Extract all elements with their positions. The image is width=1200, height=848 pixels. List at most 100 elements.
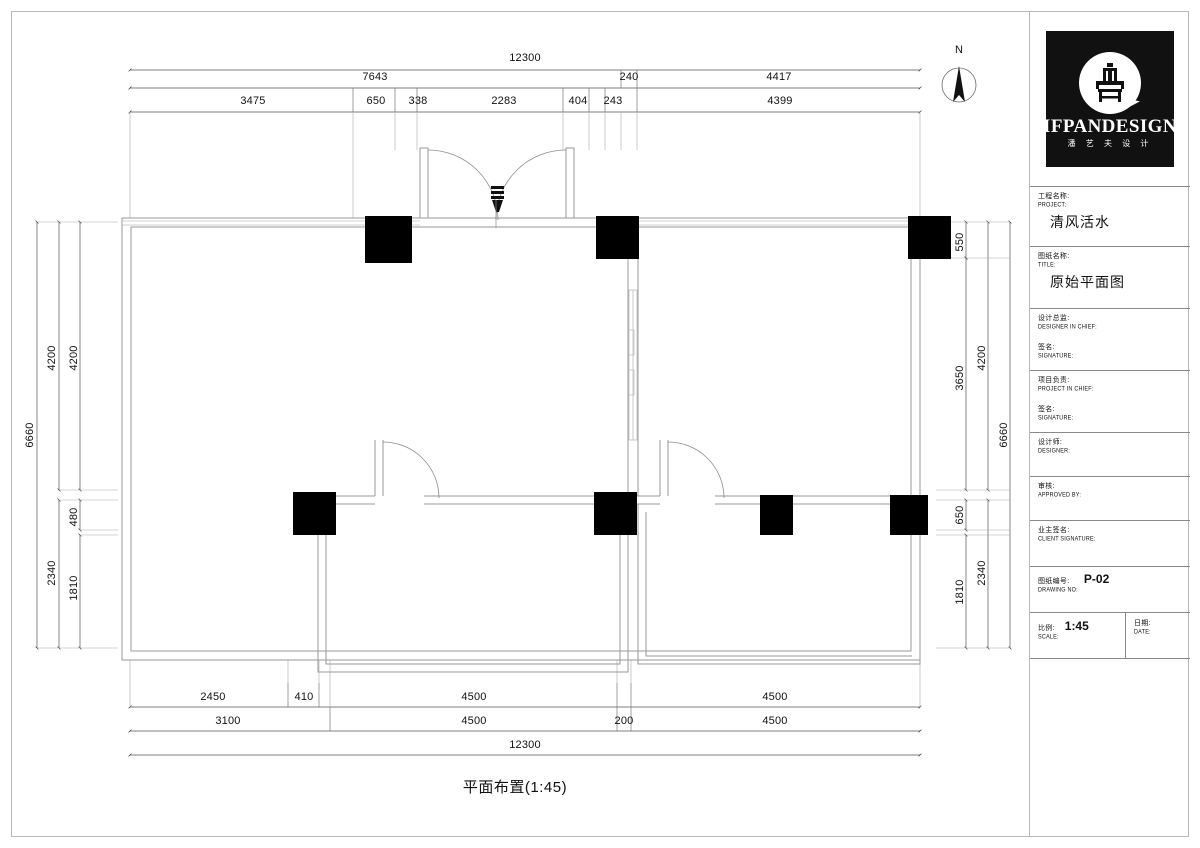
tb-row-title: 图纸名称: TITLE: 原始平面图 bbox=[1030, 247, 1190, 309]
dim-right-650: 650 bbox=[954, 505, 966, 525]
logo-brand-cn: 潘 艺 夫 设 计 bbox=[1067, 138, 1153, 148]
dim-bottom-4500-c: 4500 bbox=[461, 715, 487, 727]
tb-row-designer: 设计师: DESIGNER: bbox=[1030, 433, 1190, 477]
tb-label-client-cn: 业主签名: bbox=[1038, 527, 1070, 534]
tb-row-designer-in-chief: 设计总监: DESIGNER IN CHIEF: 签名: SIGNATURE: bbox=[1030, 309, 1190, 371]
left-dimension-chain bbox=[35, 220, 118, 650]
tb-label-date-cn: 日期: bbox=[1134, 620, 1151, 627]
dim-top-243: 243 bbox=[603, 95, 623, 107]
dim-bottom-2450: 2450 bbox=[200, 691, 226, 703]
logo-brand-en: IFPANDESIGN bbox=[1043, 115, 1177, 137]
tb-value-scale[interactable]: 1:45 bbox=[1064, 619, 1089, 633]
dim-left-2340: 2340 bbox=[46, 560, 58, 586]
dim-top-4399: 4399 bbox=[767, 95, 793, 107]
dim-left-480: 480 bbox=[68, 507, 80, 527]
tb-label-dic-cn: 设计总监: bbox=[1038, 315, 1070, 322]
tb-value-title[interactable]: 原始平面图 bbox=[1050, 273, 1125, 290]
dim-bottom-3100: 3100 bbox=[215, 715, 241, 727]
column-mid-far-right bbox=[890, 495, 928, 535]
logo-cell: IFPANDESIGN 潘 艺 夫 设 计 bbox=[1030, 11, 1190, 187]
tb-label-scale-cn: 比例: bbox=[1038, 625, 1055, 632]
tb-label-client-en: CLIENT SIGNATURE: bbox=[1038, 535, 1096, 543]
tb-label-pic-cn: 项目负责: bbox=[1038, 377, 1070, 384]
sheet-border bbox=[11, 11, 1189, 837]
tb-label-dic-en: DESIGNER IN CHIEF: bbox=[1038, 323, 1097, 331]
dim-right-4200: 4200 bbox=[976, 345, 988, 371]
dim-bottom-410: 410 bbox=[294, 691, 314, 703]
chair-glyph bbox=[1096, 62, 1124, 102]
dim-left-6660: 6660 bbox=[24, 422, 36, 448]
door-arc-left-room bbox=[382, 441, 440, 499]
chair-in-speech-bubble-icon bbox=[1079, 51, 1141, 114]
right-dimension-chain bbox=[936, 220, 1012, 650]
tb-label-project-en: PROJECT: bbox=[1038, 201, 1067, 209]
tb-label-pic-sign-cn: 签名: bbox=[1038, 405, 1055, 413]
plan-walls bbox=[121, 147, 921, 673]
column-top-left bbox=[365, 216, 412, 263]
tb-row-project-in-chief: 项目负责: PROJECT IN CHIEF: 签名: SIGNATURE: bbox=[1030, 371, 1190, 433]
dim-bottom-4500-a: 4500 bbox=[461, 691, 487, 703]
dim-left-1810: 1810 bbox=[68, 575, 80, 601]
tb-value-project[interactable]: 清风活水 bbox=[1050, 213, 1110, 230]
tb-label-scale-en: SCALE: bbox=[1038, 633, 1059, 641]
tb-label-drawingno-cn: 图纸编号: bbox=[1038, 578, 1070, 585]
tb-label-title-en: TITLE: bbox=[1038, 261, 1056, 269]
dim-bottom-4500-b: 4500 bbox=[762, 691, 788, 703]
tb-row-client-signature: 业主签名: CLIENT SIGNATURE: bbox=[1030, 521, 1190, 567]
entry-door-leaf-left bbox=[427, 149, 499, 221]
entry-door-panel bbox=[491, 186, 504, 212]
tb-row-project: 工程名称: PROJECT: 清风活水 bbox=[1030, 187, 1190, 247]
structural-columns bbox=[293, 216, 951, 535]
tb-label-title-cn: 图纸名称: bbox=[1038, 253, 1070, 260]
dim-right-3650: 3650 bbox=[954, 365, 966, 391]
tb-value-drawing-no[interactable]: P-02 bbox=[1083, 572, 1110, 586]
floor-plan-drawing: 12300 7643 240 4417 3475 650 338 2283 40… bbox=[24, 44, 1012, 796]
title-block: IFPANDESIGN 潘 艺 夫 设 计 工程名称: PROJECT: 清风活… bbox=[1029, 11, 1190, 837]
dim-right-550: 550 bbox=[954, 232, 966, 252]
floor-plan-svg bbox=[35, 66, 1012, 757]
bottom-dimension-chain bbox=[128, 660, 922, 757]
dim-left-4200-a: 4200 bbox=[46, 345, 58, 371]
tb-label-pic-sign-en: SIGNATURE: bbox=[1038, 414, 1074, 422]
column-top-right bbox=[908, 216, 951, 259]
dim-top-7643: 7643 bbox=[362, 71, 388, 83]
tb-label-dic-sign-en: SIGNATURE: bbox=[1038, 352, 1074, 360]
dim-top-240: 240 bbox=[619, 71, 639, 83]
entry-door-leaf-right bbox=[495, 149, 567, 221]
tb-label-approved-en: APPROVED BY: bbox=[1038, 491, 1082, 499]
dim-right-1810: 1810 bbox=[954, 579, 966, 605]
dim-top-404: 404 bbox=[568, 95, 588, 107]
tb-row-approved-by: 审核: APPROVED BY: bbox=[1030, 477, 1190, 521]
dim-top-12300: 12300 bbox=[509, 52, 541, 64]
plan-title: 平面布置(1:45) bbox=[462, 779, 568, 796]
dim-top-650: 650 bbox=[366, 95, 386, 107]
column-top-center bbox=[596, 216, 639, 259]
tb-label-dic-sign-cn: 签名: bbox=[1038, 343, 1055, 351]
dim-top-4417: 4417 bbox=[766, 71, 792, 83]
tb-label-approved-cn: 审核: bbox=[1038, 483, 1055, 490]
dim-right-6660: 6660 bbox=[998, 422, 1010, 448]
company-logo: IFPANDESIGN 潘 艺 夫 设 计 bbox=[1043, 30, 1177, 167]
door-swings bbox=[382, 149, 725, 499]
north-arrow-icon bbox=[941, 66, 977, 103]
top-dimension-chain bbox=[128, 68, 922, 218]
door-arc-right-room bbox=[667, 441, 725, 499]
tb-label-designer-cn: 设计师: bbox=[1038, 439, 1063, 446]
dim-top-338: 338 bbox=[408, 95, 428, 107]
dim-bottom-12300: 12300 bbox=[509, 739, 541, 751]
column-mid-right bbox=[760, 495, 793, 535]
column-mid-far-left bbox=[293, 492, 336, 535]
column-mid-center bbox=[594, 492, 637, 535]
tb-label-drawingno-en: DRAWING NO: bbox=[1038, 586, 1078, 594]
tb-row-scale-date: 比例: SCALE: 1:45 日期: DATE: bbox=[1030, 613, 1190, 659]
dim-top-3475: 3475 bbox=[240, 95, 266, 107]
tb-label-pic-en: PROJECT IN CHIEF: bbox=[1038, 385, 1094, 393]
north-label: N bbox=[955, 44, 963, 56]
tb-cell-date: 日期: DATE: bbox=[1126, 613, 1190, 658]
dim-right-2340: 2340 bbox=[976, 560, 988, 586]
dim-bottom-4500-d: 4500 bbox=[762, 715, 788, 727]
dim-top-2283: 2283 bbox=[491, 95, 517, 107]
tb-label-date-en: DATE: bbox=[1134, 628, 1151, 636]
tb-cell-scale: 比例: SCALE: 1:45 bbox=[1030, 613, 1126, 658]
